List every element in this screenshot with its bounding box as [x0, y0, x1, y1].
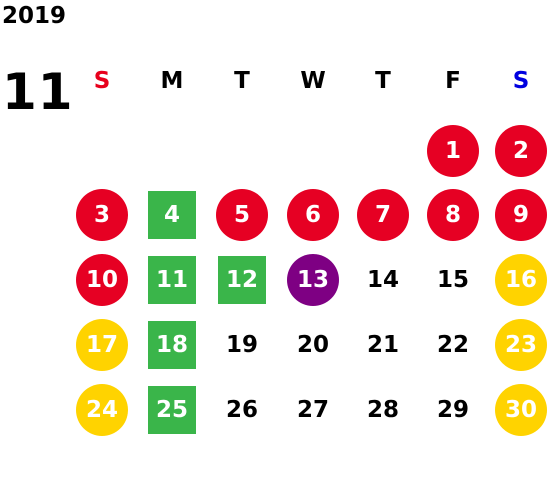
day-cell-28[interactable]: 28	[366, 397, 399, 423]
day-cell-13[interactable]: 13	[287, 254, 339, 306]
day-cell-9[interactable]: 9	[495, 189, 547, 241]
weekday-fri: F	[445, 68, 461, 94]
day-cell-27[interactable]: 27	[296, 397, 329, 423]
day-cell-3[interactable]: 3	[76, 189, 128, 241]
day-cell-25[interactable]: 25	[148, 386, 196, 434]
day-cell-29[interactable]: 29	[436, 397, 469, 423]
day-cell-12[interactable]: 12	[218, 256, 266, 304]
day-cell-20[interactable]: 20	[296, 332, 329, 358]
day-cell-4[interactable]: 4	[148, 191, 196, 239]
day-cell-16[interactable]: 16	[495, 254, 547, 306]
day-cell-21[interactable]: 21	[366, 332, 399, 358]
day-cell-30[interactable]: 30	[495, 384, 547, 436]
day-cell-23[interactable]: 23	[495, 319, 547, 371]
month-number: 11	[2, 63, 74, 121]
day-cell-26[interactable]: 26	[225, 397, 258, 423]
day-cell-22[interactable]: 22	[436, 332, 469, 358]
day-cell-1[interactable]: 1	[427, 125, 479, 177]
day-cell-11[interactable]: 11	[148, 256, 196, 304]
day-cell-2[interactable]: 2	[495, 125, 547, 177]
weekday-thu: T	[375, 68, 391, 94]
weekday-sat: S	[512, 68, 530, 94]
day-cell-7[interactable]: 7	[357, 189, 409, 241]
day-cell-19[interactable]: 19	[225, 332, 258, 358]
day-cell-17[interactable]: 17	[76, 319, 128, 371]
weekday-sun: S	[93, 68, 111, 94]
day-cell-8[interactable]: 8	[427, 189, 479, 241]
weekday-tue: T	[234, 68, 250, 94]
day-cell-14[interactable]: 14	[366, 267, 399, 293]
day-cell-18[interactable]: 18	[148, 321, 196, 369]
year-label: 2019	[2, 3, 67, 29]
day-cell-6[interactable]: 6	[287, 189, 339, 241]
day-cell-5[interactable]: 5	[216, 189, 268, 241]
day-cell-24[interactable]: 24	[76, 384, 128, 436]
weekday-wed: W	[300, 68, 326, 94]
day-cell-15[interactable]: 15	[436, 267, 469, 293]
weekday-mon: M	[160, 68, 184, 94]
day-cell-10[interactable]: 10	[76, 254, 128, 306]
